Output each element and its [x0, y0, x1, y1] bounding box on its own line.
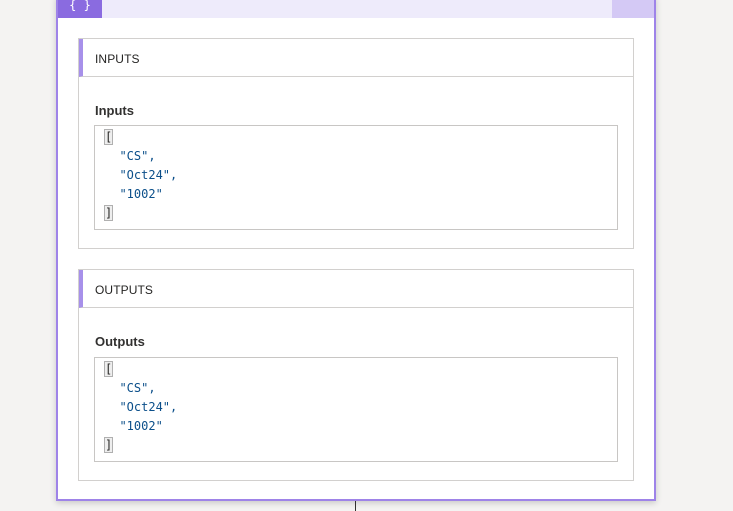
action-menu-button[interactable] [612, 0, 654, 18]
close-bracket: ] [103, 437, 114, 453]
code-line: "1002" [105, 419, 163, 433]
code-line: ] [103, 436, 114, 455]
code-line: [ [103, 360, 114, 379]
open-bracket: [ [103, 129, 114, 145]
close-bracket: ] [103, 205, 114, 221]
code-line: ] [103, 204, 114, 223]
inputs-field-label: Inputs [95, 103, 134, 118]
outputs-section-title: OUTPUTS [95, 283, 154, 297]
compose-action-icon: { } [58, 0, 102, 18]
outputs-section-header: OUTPUTS [79, 270, 633, 308]
inputs-section-title: INPUTS [95, 52, 140, 66]
outputs-code-box[interactable]: [ "CS", "Oct24", "1002" ] [94, 357, 618, 462]
code-line: "CS", [105, 149, 156, 163]
outputs-section: OUTPUTS Outputs [ "CS", "Oct24", "1002" … [78, 269, 634, 481]
inputs-code-box[interactable]: [ "CS", "Oct24", "1002" ] [94, 125, 618, 230]
code-line: "1002" [105, 187, 163, 201]
outputs-field-label: Outputs [95, 334, 145, 349]
code-line: "Oct24", [105, 168, 178, 182]
open-bracket: [ [103, 361, 114, 377]
inputs-section-header: INPUTS [79, 39, 633, 77]
action-card: { } INPUTS Inputs [ "CS", "Oct24", "1002… [56, 0, 656, 501]
inputs-section: INPUTS Inputs [ "CS", "Oct24", "1002" ] [78, 38, 634, 249]
code-line: [ [103, 128, 114, 147]
flow-connector-line [355, 501, 356, 511]
code-line: "Oct24", [105, 400, 178, 414]
code-line: "CS", [105, 381, 156, 395]
action-card-header[interactable]: { } [58, 0, 654, 18]
